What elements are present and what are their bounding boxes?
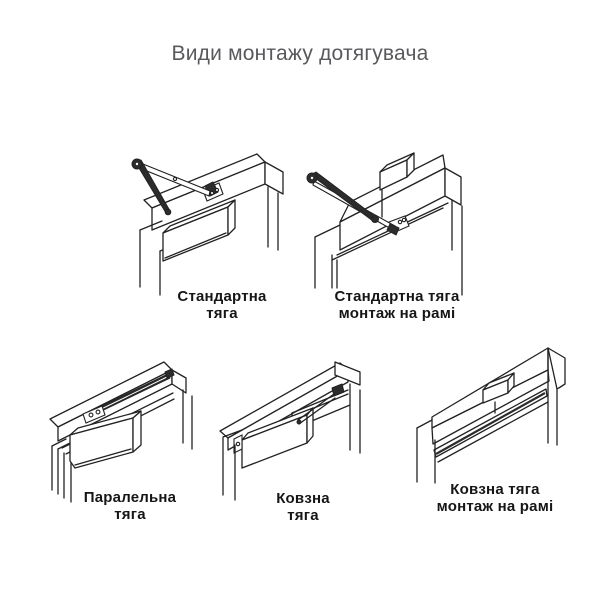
page-title: Види монтажу дотягувача [171, 42, 429, 65]
label-parallel-arm: Паралельна тяга [83, 489, 177, 523]
slide-arm-frame-mount-drawing [416, 347, 566, 484]
label-slide-arm: Ковзна тяга [276, 490, 330, 524]
figure-standard-arm-frame-mount [303, 140, 483, 305]
label-slide-arm-frame-mount: Ковзна тяга монтаж на рамі [436, 481, 554, 515]
figure-standard-arm [102, 135, 302, 305]
label-standard-arm-frame-mount: Стандартна тяга монтаж на рамі [334, 288, 460, 322]
standard-arm-frame-mount-drawing [306, 152, 463, 296]
figure-slide-arm-frame-mount [408, 340, 583, 490]
label-standard-arm: Стандартна тяга [177, 288, 267, 322]
parallel-arm-drawing [49, 361, 193, 503]
standard-arm-drawing [131, 153, 284, 296]
figure-parallel-arm [35, 343, 220, 508]
slide-arm-drawing [219, 361, 361, 501]
figure-slide-arm [218, 343, 393, 508]
